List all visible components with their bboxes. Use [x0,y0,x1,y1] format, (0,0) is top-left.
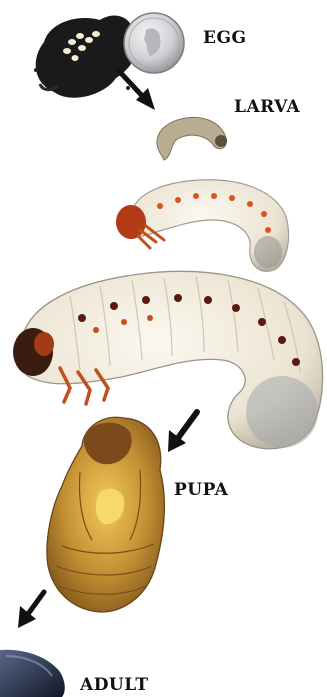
egg-soil-pile [34,15,137,97]
stage-label-larva: LARVA [234,99,300,116]
stage-label-egg: EGG [203,30,247,47]
larva-medium [116,180,289,272]
stage-label-pupa: PUPA [174,482,228,499]
adult-beetle [0,650,65,697]
larva-small [157,117,227,160]
arrow-down-left-icon [18,592,44,628]
quarter-coin-icon [124,13,184,73]
stage-label-adult: ADULT [80,677,148,694]
larva-large [13,271,323,448]
arrow-down-left-icon [168,412,197,452]
arrow-down-right-icon [119,71,155,110]
pupa [47,417,164,612]
